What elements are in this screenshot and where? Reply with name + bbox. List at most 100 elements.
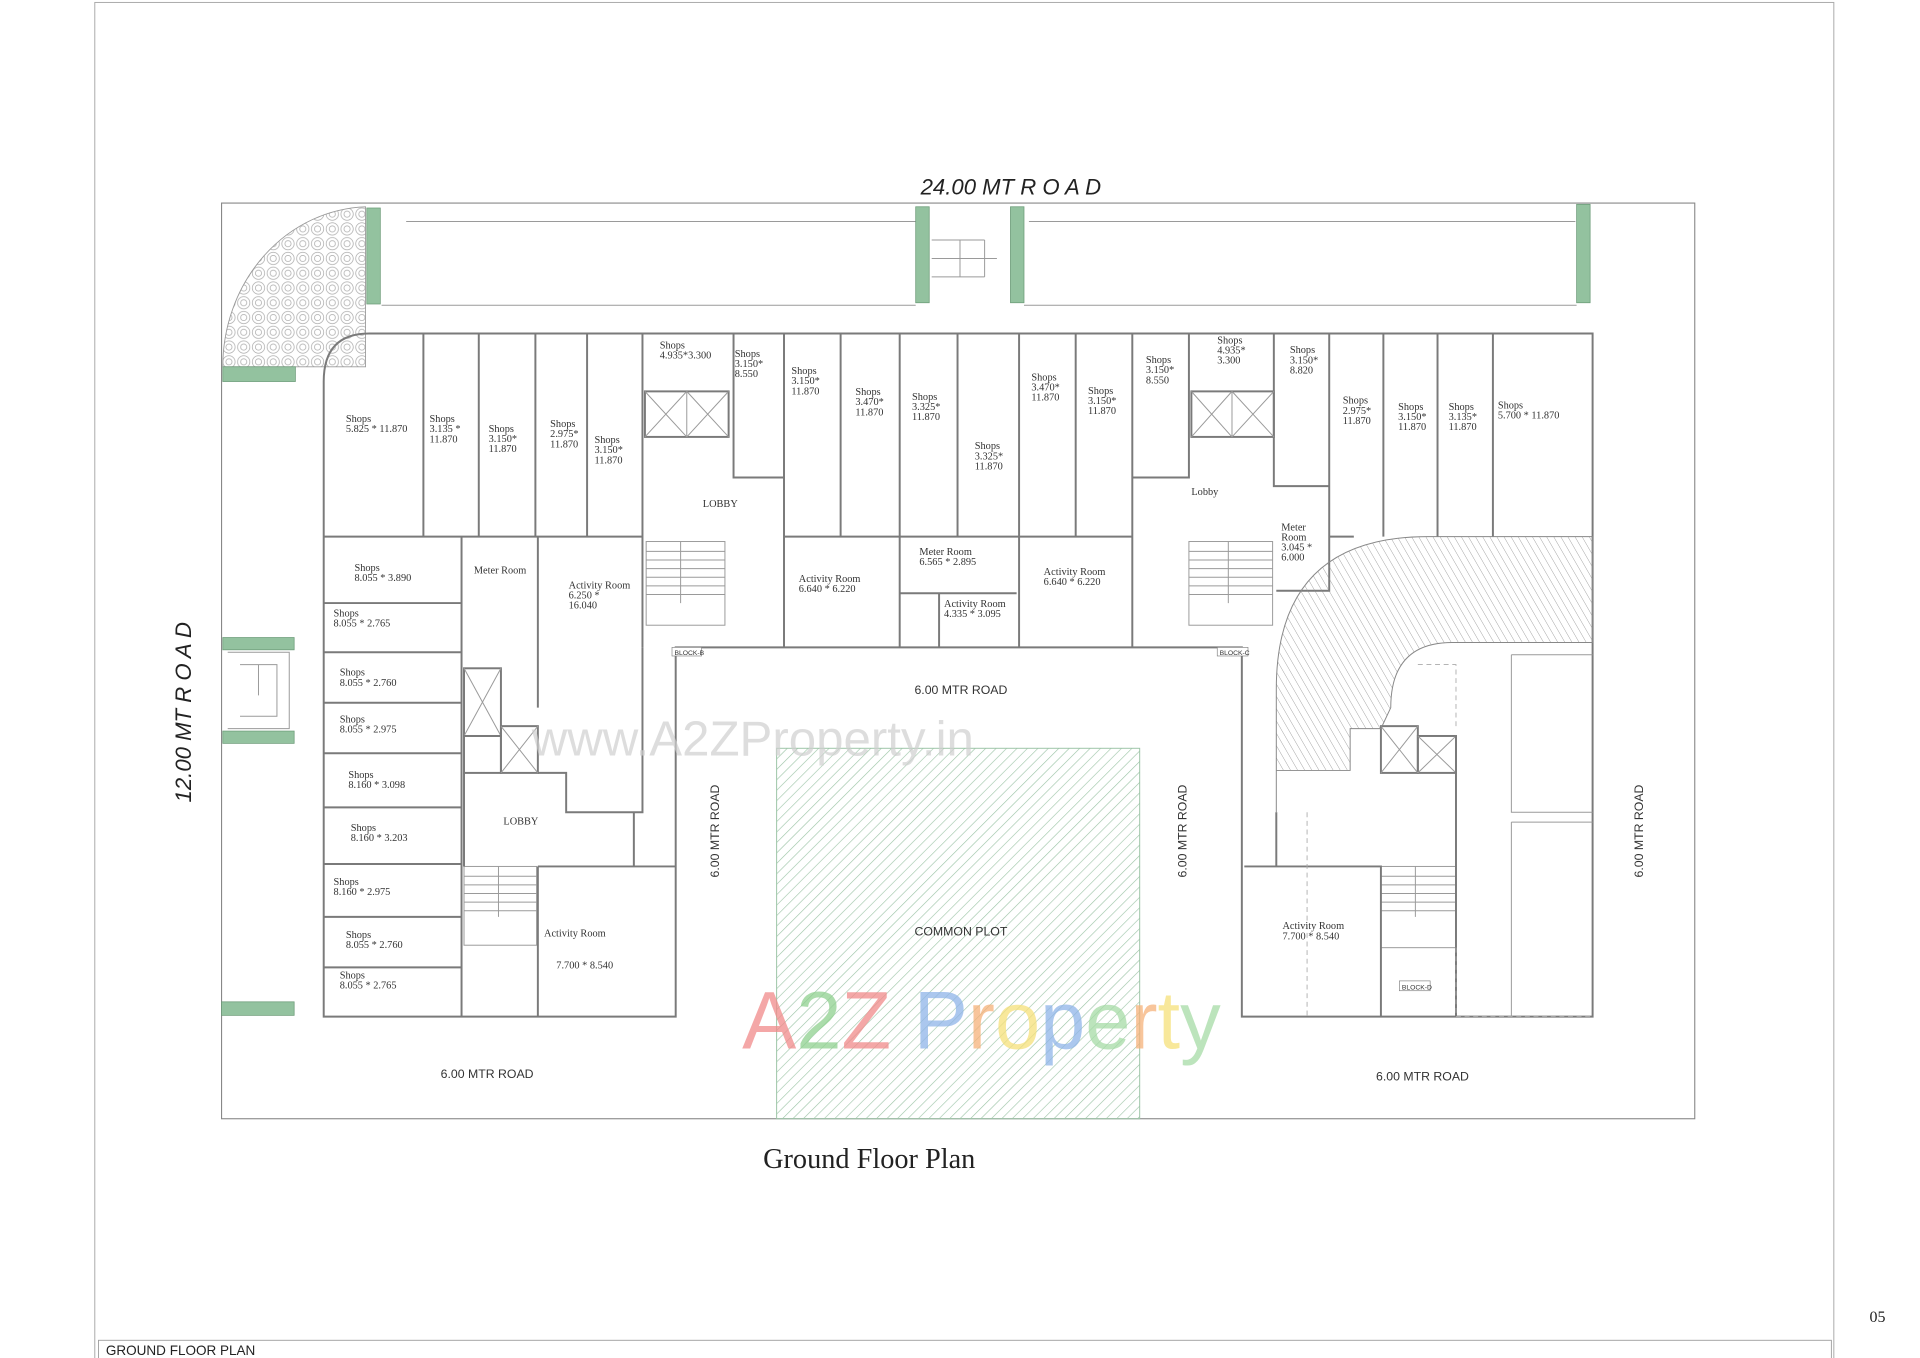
room-label: Shops (1449, 402, 1474, 413)
room-label: 3.470* (1031, 382, 1059, 393)
logo-letter: A (742, 976, 797, 1067)
landscape-strip (221, 1001, 295, 1016)
room-label: Lobby (1191, 487, 1219, 498)
landscape-strip (1576, 203, 1591, 304)
block-tag-d: BLOCK-D (1399, 980, 1432, 992)
road-label-courtyard-left: 6.00 MTR ROAD (708, 784, 722, 877)
room-label: 3.300 (1217, 356, 1240, 367)
landscape-strip (222, 366, 296, 382)
room-label: Activity Room (944, 599, 1006, 610)
room-label: Activity Room (544, 929, 606, 940)
room-label: Shops (346, 414, 371, 425)
room-label: 3.150* (1290, 355, 1318, 366)
room-label: 8.055 * 2.975 (340, 725, 397, 736)
plan-title: Ground Floor Plan (763, 1144, 975, 1175)
page-number: 05 (1870, 1309, 1886, 1326)
room-label: LOBBY (503, 817, 539, 828)
room-label: 3.135* (1449, 412, 1477, 423)
room-label: 3.325* (975, 451, 1003, 462)
title-bar-frame (98, 1339, 1832, 1358)
room-label: 4.935*3.300 (660, 350, 712, 361)
room-label: Activity Room (1044, 567, 1106, 578)
logo-letter: P (914, 976, 968, 1067)
road-label-bottom-left: 6.00 MTR ROAD (441, 1067, 534, 1081)
block-tag-c: BLOCK-C (1216, 647, 1250, 657)
room-label: Shops (351, 823, 376, 834)
common-plot-label: COMMON PLOT (914, 924, 1007, 938)
logo-letter: r (968, 976, 995, 1067)
road-label-left: 12.00 MT R O A D (171, 622, 196, 802)
room-label: 8.055 * 2.765 (334, 619, 391, 630)
room-label: Room (1281, 533, 1306, 544)
room-label: 3.470* (855, 397, 883, 408)
landscape-strip (1010, 206, 1025, 304)
road-label-east: 6.00 MTR ROAD (1632, 784, 1646, 877)
room-label: Shops (1290, 345, 1315, 356)
landscape-strip (222, 730, 295, 744)
logo-letter: r (1130, 976, 1157, 1067)
room-label: Shops (348, 770, 373, 781)
room-label: 2.975* (1343, 406, 1371, 417)
room-label: 3.045 * (1281, 543, 1312, 554)
logo-letter: Z (842, 976, 892, 1067)
room-label: 4.335 * 3.095 (944, 609, 1001, 620)
room-label: 11.870 (1398, 422, 1426, 433)
logo-letter: o (995, 976, 1040, 1067)
room-label: 3.325* (912, 402, 940, 413)
room-label: Shops (1343, 396, 1368, 407)
room-label: 3.150* (594, 445, 622, 456)
room-label: 7.700 * 8.540 (1282, 931, 1339, 942)
room-label: Shops (430, 414, 455, 425)
logo-letter: p (1040, 976, 1085, 1067)
room-label: Activity Room (799, 574, 861, 585)
left-entry-ramp (227, 651, 290, 730)
landscape-strip (915, 206, 930, 304)
room-label: 3.150* (489, 434, 517, 445)
room-label: Shops (354, 563, 379, 574)
room-label: LOBBY (703, 499, 739, 510)
logo-letter: 2 (796, 976, 841, 1067)
room-label: Activity Room (1282, 921, 1344, 932)
room-label: 5.825 * 11.870 (346, 424, 408, 435)
logo-letter: e (1085, 976, 1130, 1067)
parking-ramp (1275, 536, 1594, 813)
landscape-strip (222, 637, 295, 651)
room-label: Shops (340, 714, 365, 725)
room-label: 8.055 * 2.765 (340, 981, 397, 992)
paved-corner (222, 206, 366, 368)
room-label: 6.250 * (569, 590, 600, 601)
room-label: 6.640 * 6.220 (799, 584, 856, 595)
room-label: 8.160 * 3.203 (351, 833, 408, 844)
room-label: 6.000 (1281, 553, 1304, 564)
room-label: Meter Room (474, 566, 527, 577)
room-label: 11.870 (489, 444, 517, 455)
landscape-strip (366, 207, 381, 305)
room-label: Shops (1498, 401, 1523, 412)
room-label: 16.040 (569, 600, 597, 611)
room-label: Shops (489, 424, 514, 435)
room-label: 11.870 (1449, 422, 1477, 433)
logo-letter (891, 976, 914, 1067)
room-label: Shops (791, 366, 816, 377)
block-tag-b: BLOCK-B (671, 647, 705, 657)
room-label: Shops (660, 340, 685, 351)
room-label: 2.975* (550, 429, 578, 440)
room-label: Shops (1088, 386, 1113, 397)
room-label: Shops (550, 419, 575, 430)
room-label: 11.870 (430, 434, 458, 445)
room-label: 8.055 * 3.890 (354, 573, 411, 584)
room-label: 11.870 (550, 439, 578, 450)
room-label: 11.870 (791, 386, 819, 397)
room-label: Shops (975, 441, 1000, 452)
room-label: 3.135 * (430, 424, 461, 435)
logo-letter: t (1158, 976, 1181, 1067)
room-label: 8.160 * 3.098 (348, 780, 405, 791)
room-label: Shops (912, 392, 937, 403)
top-entry-ramp (931, 239, 997, 278)
svg-text:BLOCK-C: BLOCK-C (1220, 650, 1250, 657)
room-label: 4.935* (1217, 345, 1245, 356)
room-label: Activity Room (569, 580, 631, 591)
room-label: 11.870 (912, 412, 940, 423)
